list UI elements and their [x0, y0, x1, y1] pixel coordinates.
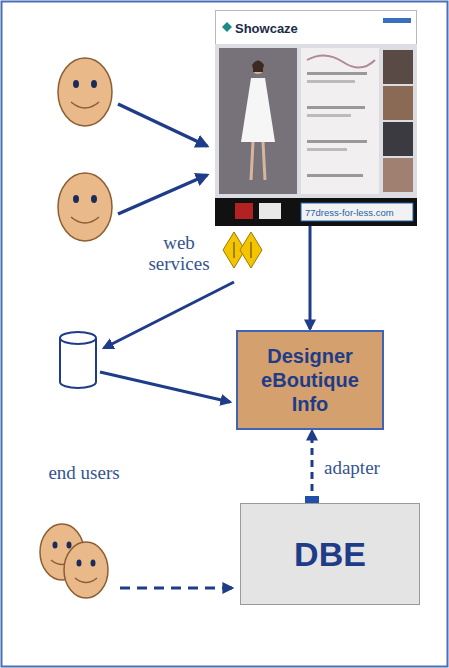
- access-arrow: [118, 104, 207, 146]
- access-arrow: [118, 175, 207, 214]
- flow-arrow: [309, 226, 312, 329]
- box-title: Designer eBoutique Info: [246, 344, 374, 416]
- edge-label: adapter: [322, 457, 382, 478]
- website-screenshot-art: [215, 10, 417, 226]
- web-service-icon: [223, 232, 262, 268]
- user-face: [58, 58, 112, 126]
- website-screenshot: Showcaze 77dress-for-less.com: [215, 10, 417, 226]
- site-logo: Showcaze: [235, 21, 298, 36]
- box-title: DBE: [294, 534, 366, 574]
- process-box: Designer eBoutique Info: [236, 330, 384, 430]
- system-box: DBE: [240, 503, 420, 605]
- end-user-face: [64, 542, 108, 598]
- user-face: [58, 173, 112, 241]
- usage-arrow: [120, 587, 232, 590]
- service-label: web services: [142, 232, 216, 274]
- database-cylinder: [60, 332, 96, 388]
- banner-text: 77dress-for-less.com: [305, 207, 394, 218]
- user-label: end users: [34, 462, 134, 483]
- data-arrow: [100, 372, 230, 402]
- adapter-connector: [311, 431, 314, 503]
- data-arrow: [104, 282, 234, 348]
